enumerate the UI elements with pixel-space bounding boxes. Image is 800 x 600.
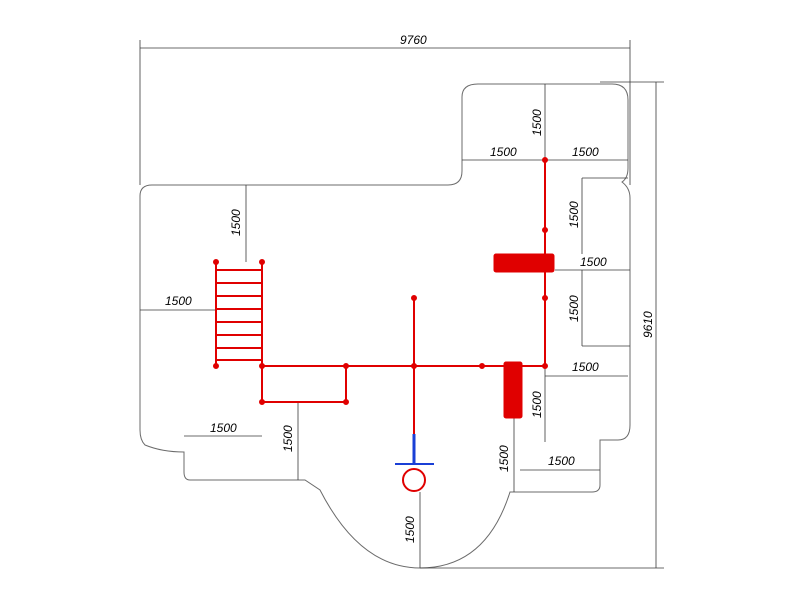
dim-bottom-right-horizontal-label: 1500: [548, 454, 575, 468]
lower-frame: [259, 366, 349, 405]
dim-left-horizontal-label: 1500: [165, 294, 192, 308]
dim-right-upper-horizontal-label: 1500: [580, 255, 607, 269]
dim-bottom-right-vertical-label: 1500: [497, 445, 511, 472]
swing-seat: [395, 434, 434, 492]
dim-bottom-left-horizontal-label: 1500: [210, 421, 237, 435]
upper-bench-pad: [493, 253, 555, 273]
dim-right-middle-horizontal-label: 1500: [572, 360, 599, 374]
site-boundary-outline: [139, 83, 631, 569]
dim-bottom-left-vertical-label: 1500: [281, 425, 295, 452]
dim-top-right-horizontal-label: 1500: [572, 145, 599, 159]
dim-left-top-vertical-label: 1500: [229, 209, 243, 236]
lower-bench-pad: [503, 361, 523, 419]
main-horizontal-bar: [259, 363, 548, 369]
dim-bottom-center-vertical-label: 1500: [403, 516, 417, 543]
dim-right-upper-vertical-label: 1500: [567, 201, 581, 228]
dim-top-left-horizontal-label: 1500: [490, 145, 517, 159]
dim-right-middle-vertical-label: 1500: [567, 295, 581, 322]
wall-ladder: [213, 259, 265, 369]
overall-width-label: 9760: [400, 33, 427, 47]
dim-top-right-vertical-label: 1500: [530, 109, 544, 136]
overall-height-label: 9610: [641, 311, 655, 338]
dim-right-lower-vertical-label: 1500: [530, 391, 544, 418]
swing-beam: [411, 295, 417, 460]
